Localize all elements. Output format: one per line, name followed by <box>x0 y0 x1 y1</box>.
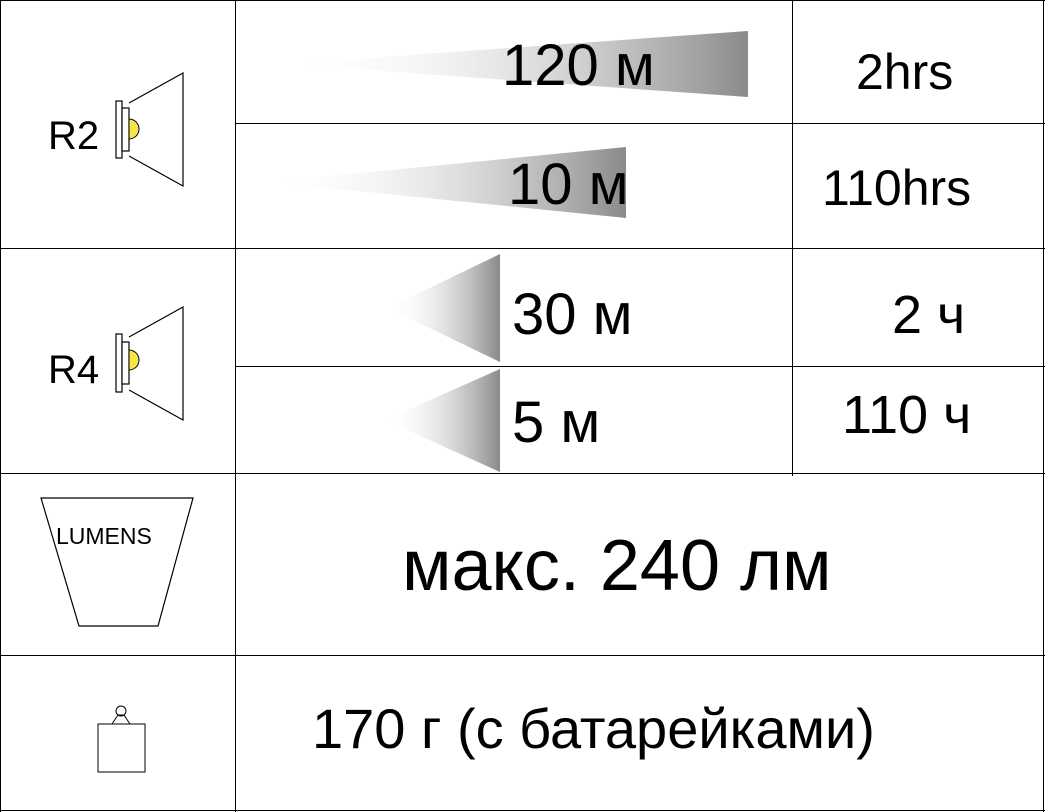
runtime-value: 2hrs <box>856 44 954 100</box>
beam-graphic <box>385 369 500 472</box>
distance-value: 5 м <box>512 390 601 455</box>
grid-line <box>235 366 1045 367</box>
grid-line <box>0 810 1045 811</box>
grid-line <box>792 0 793 476</box>
beam-graphic <box>388 254 500 362</box>
distance-value: 30 м <box>512 282 633 347</box>
lumens-value: макс. 240 лм <box>402 526 832 606</box>
grid-line <box>235 123 1045 124</box>
beam-graphic <box>268 147 626 218</box>
lamp-icon <box>115 71 184 188</box>
mode-label-r4: R4 <box>48 348 100 392</box>
weight-value: 170 г (с батарейками) <box>312 697 875 760</box>
grid-line <box>0 473 1045 474</box>
runtime-value: 110hrs <box>822 160 972 216</box>
weight-icon <box>97 705 146 773</box>
distance-value: 10 м <box>508 152 629 217</box>
grid-line <box>0 0 1 812</box>
beam-graphic <box>285 31 748 97</box>
lumens-icon-label: LUMENS <box>56 523 152 549</box>
lumens-icon <box>40 497 194 627</box>
grid-line <box>235 0 236 812</box>
grid-line <box>1043 0 1044 812</box>
lamp-icon <box>115 305 184 422</box>
mode-label-r2: R2 <box>48 114 100 158</box>
runtime-value: 2 ч <box>892 285 966 345</box>
grid-line <box>0 655 1045 656</box>
grid-line <box>0 248 1045 249</box>
runtime-value: 110 ч <box>842 385 972 445</box>
distance-value: 120 м <box>502 33 655 98</box>
grid-line <box>0 0 1045 1</box>
